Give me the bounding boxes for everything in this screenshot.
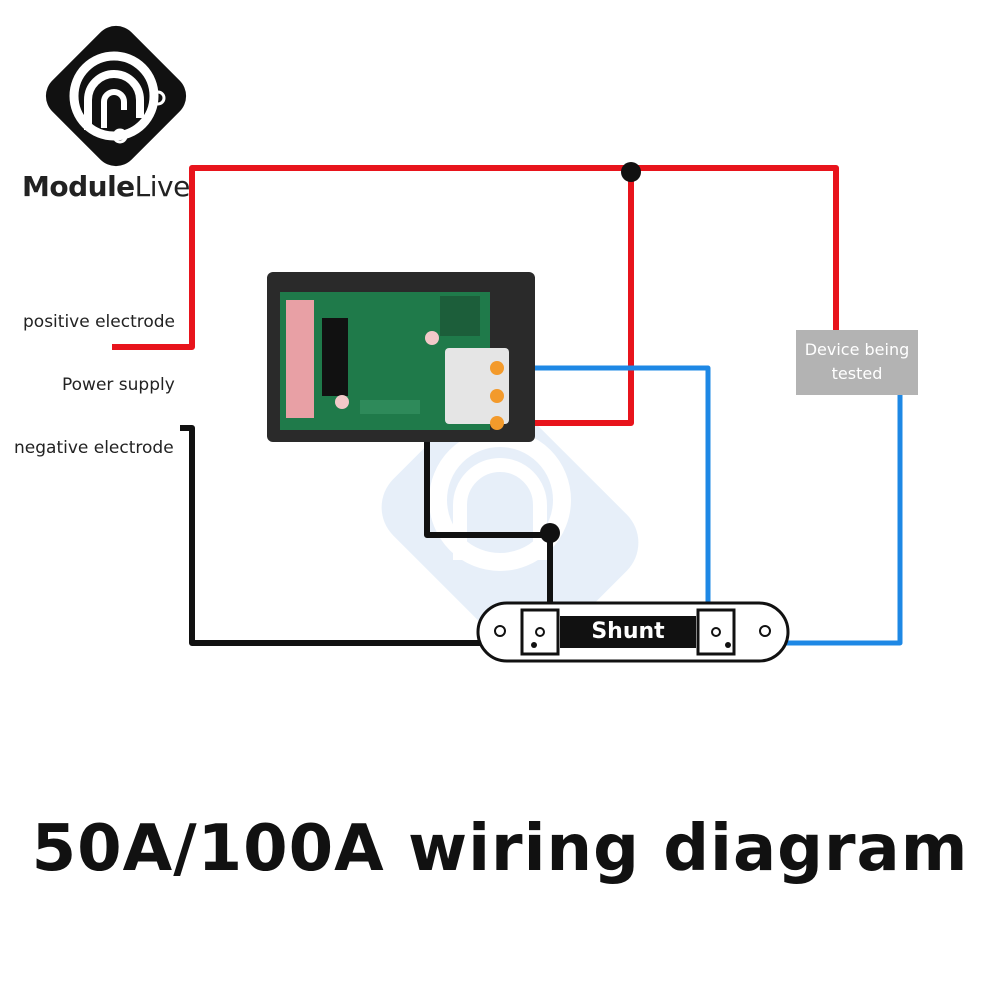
power-supply-label: Power supply	[62, 375, 175, 395]
negative-electrode-label: negative electrode	[14, 438, 174, 458]
signal-wire	[497, 365, 903, 646]
diagram-title: 50A/100A wiring diagram	[31, 812, 969, 886]
meter-module	[267, 272, 535, 442]
positive-electrode-label: positive electrode	[23, 312, 176, 332]
negative-junction-dot	[540, 523, 560, 543]
device-under-test-box: Device being tested	[796, 330, 918, 395]
brand-name: ModuleLive	[22, 170, 190, 203]
positive-wire	[112, 165, 839, 426]
positive-junction-dot	[621, 162, 641, 182]
terminal-3	[490, 416, 504, 430]
shunt-label: Shunt	[591, 619, 665, 644]
terminal-2	[490, 389, 504, 403]
module-live-logo-icon	[45, 25, 187, 167]
terminal-1	[490, 361, 504, 375]
shunt	[476, 601, 790, 663]
device-label-line2: tested	[831, 364, 883, 383]
device-label-line1: Device being	[804, 340, 910, 359]
